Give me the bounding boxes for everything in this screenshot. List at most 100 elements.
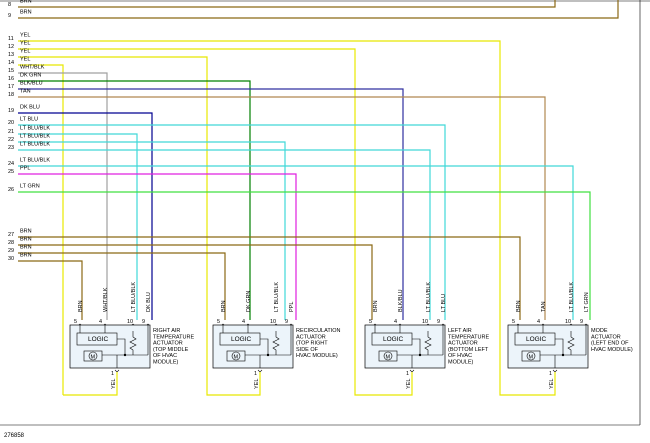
pin-number: 9 <box>142 319 145 325</box>
wire-color-label: LT BLU <box>20 117 38 123</box>
wire-number: 16 <box>8 76 14 82</box>
wire-color-label: WHT/BLK <box>20 65 45 71</box>
wire-number: 30 <box>8 256 14 262</box>
wire-trace <box>18 133 138 320</box>
wire-color-label: LT BLU/BLK <box>20 158 50 164</box>
wire-color-label: BRN <box>20 237 32 243</box>
motor-block <box>521 350 541 362</box>
motor-block <box>83 350 103 362</box>
wire-color-label: YEL <box>20 49 30 55</box>
wire-number: 26 <box>8 187 14 193</box>
yel-feed-trace <box>206 372 261 396</box>
pin-connector <box>552 369 558 373</box>
motor-block <box>378 350 398 362</box>
wire-trace <box>18 141 286 320</box>
yel-feed-trace <box>499 372 556 396</box>
wire-trace <box>18 173 297 320</box>
actuator-description: OF HVAC <box>448 353 472 359</box>
actuator-housing <box>212 324 294 369</box>
internal-trace <box>540 338 564 356</box>
wire-trace <box>18 40 501 390</box>
potentiometer-icon <box>272 331 280 355</box>
actuator-description: (TOP RIGHT <box>296 341 328 347</box>
motor-label: M <box>529 355 534 361</box>
logic-label: LOGIC <box>231 336 252 343</box>
wire-trace <box>18 56 208 390</box>
pin-number: 10 <box>127 319 133 325</box>
wire-trace <box>18 260 83 320</box>
pin-number: 9 <box>580 319 583 325</box>
wire-trace <box>18 236 521 320</box>
wire-number: 15 <box>8 68 14 74</box>
wire-number: 22 <box>8 137 14 143</box>
actuator-description: MODE <box>591 328 608 334</box>
wire-color-label: YEL <box>20 41 30 47</box>
wire-number: 27 <box>8 232 14 238</box>
motor-label: M <box>234 355 239 361</box>
actuator-description: HVAC MODULE) <box>591 347 633 353</box>
figure-id: 276858 <box>4 433 25 439</box>
wire-number: 11 <box>8 36 14 42</box>
wire-number: 18 <box>8 92 14 98</box>
wire-color-label: DK GRN <box>20 73 41 79</box>
wire-trace <box>18 165 574 320</box>
wire-color-label: PPL <box>20 166 30 172</box>
bottom-wire-label: YEL <box>406 379 412 389</box>
pin-number: 5 <box>512 319 515 325</box>
wire-number: 19 <box>8 108 14 114</box>
motor-icon <box>526 351 536 361</box>
actuator-housing <box>364 324 446 369</box>
actuator-description: RECIRCULATION <box>296 328 341 334</box>
actuator-description: LEFT AIR <box>448 328 472 334</box>
bottom-wire-label: YEL <box>549 379 555 389</box>
actuator-description: (TOP MIDDLE <box>153 347 189 353</box>
pin-wire-label: LT BLU/BLK <box>274 282 280 312</box>
wire-trace <box>18 124 446 320</box>
wire-number: 25 <box>8 169 14 175</box>
actuator-description: SIDE OF <box>296 347 319 353</box>
wire-color-label: YEL <box>20 57 30 63</box>
potentiometer-icon <box>567 331 575 355</box>
wire-trace <box>18 0 556 8</box>
actuator-description: ACTUATOR <box>448 341 478 347</box>
junction-dot <box>123 353 127 357</box>
wire-trace <box>18 244 373 320</box>
bottom-pin-number: 1 <box>549 371 552 377</box>
actuator-description: (LEFT END OF <box>591 341 629 347</box>
wire-trace <box>18 149 431 320</box>
wire-color-label: BRN <box>20 245 32 251</box>
pin-wire-label: WHT/BLK <box>103 287 109 312</box>
wire-trace <box>18 72 108 320</box>
wire-number: 9 <box>8 13 11 19</box>
actuator-description: RIGHT AIR <box>153 328 180 334</box>
wire-number: 17 <box>8 84 14 90</box>
wire-trace <box>18 80 251 320</box>
pin-number: 5 <box>369 319 372 325</box>
pin-wire-label: LT BLU/BLK <box>569 282 575 312</box>
bottom-wire-label: YEL <box>254 379 260 389</box>
pin-number: 9 <box>285 319 288 325</box>
junction-dot <box>266 353 270 357</box>
wire-trace <box>18 112 153 320</box>
wire-number: 12 <box>8 44 14 50</box>
bottom-pin-number: 1 <box>111 371 114 377</box>
bottom-pin-number: 1 <box>406 371 409 377</box>
pin-number: 5 <box>74 319 77 325</box>
wire-22: 22 LT BLU/BLK <box>8 134 286 320</box>
